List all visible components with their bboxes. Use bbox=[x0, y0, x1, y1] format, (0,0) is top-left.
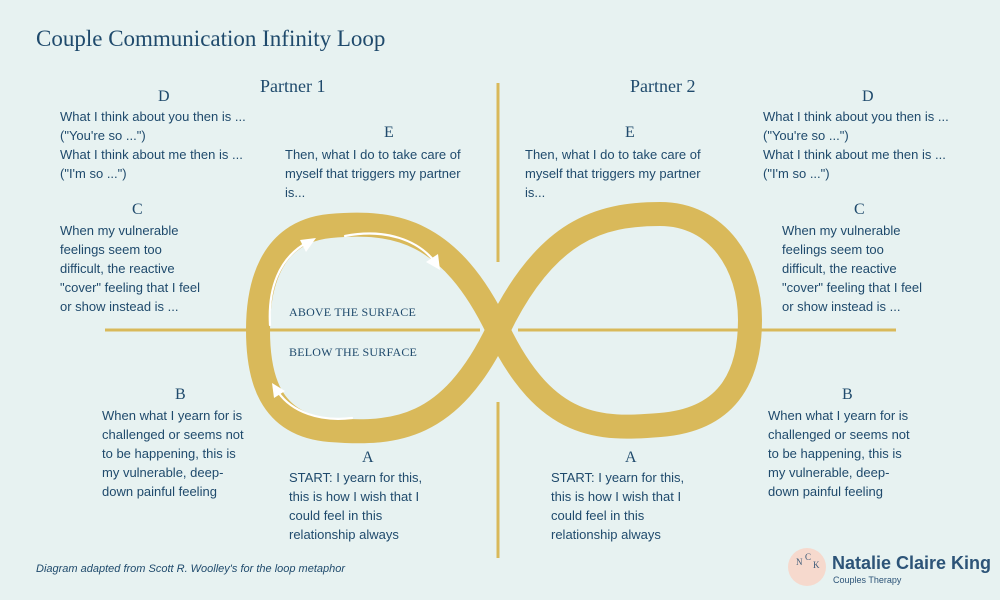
text-line: When what I yearn for is bbox=[768, 408, 909, 423]
partner2-b-text: When what I yearn for is challenged or s… bbox=[768, 406, 910, 501]
infinity-loop bbox=[246, 202, 762, 444]
text-line: could feel in this bbox=[551, 508, 645, 523]
partner2-e-letter: E bbox=[625, 124, 635, 141]
text-line: feelings seem too bbox=[782, 242, 884, 257]
partner2-a-text: START: I yearn for this, this is how I w… bbox=[551, 468, 684, 544]
text-line: What I think about you then is ... bbox=[763, 109, 949, 124]
partner2-c-letter: C bbox=[854, 201, 865, 218]
flow-arrow-bottom bbox=[276, 390, 354, 420]
text-line: "cover" feeling that I feel bbox=[782, 280, 923, 295]
arrowhead-left-side bbox=[300, 238, 316, 252]
text-line: ("I'm so ...") bbox=[60, 166, 127, 181]
flow-arrow-top bbox=[343, 232, 437, 264]
partner2-b-letter: B bbox=[842, 386, 853, 403]
text-line: myself that triggers my partner bbox=[525, 166, 701, 181]
partner1-c-letter: C bbox=[132, 201, 143, 218]
text-line: my vulnerable, deep- bbox=[102, 465, 224, 480]
brand-name: Natalie Claire King bbox=[832, 553, 992, 573]
partner2-a-letter: A bbox=[625, 449, 637, 466]
arrowhead-bottom bbox=[272, 383, 285, 398]
below-surface-label: BELOW THE SURFACE bbox=[289, 345, 418, 359]
text-line: Then, what I do to take care of bbox=[285, 147, 461, 162]
text-line: What I think about me then is ... bbox=[60, 147, 243, 162]
text-line: ("You're so ...") bbox=[60, 128, 146, 143]
partner2-e-text: Then, what I do to take care of myself t… bbox=[525, 145, 701, 202]
text-line: START: I yearn for this, bbox=[551, 470, 685, 485]
text-line: to be happening, this is bbox=[768, 446, 902, 461]
text-line: challenged or seems not bbox=[768, 427, 910, 442]
partner1-b-text: When what I yearn for is challenged or s… bbox=[102, 406, 244, 501]
partner1-e-letter: E bbox=[384, 124, 394, 141]
text-line: When what I yearn for is bbox=[102, 408, 243, 423]
partner2-heading: Partner 2 bbox=[630, 76, 696, 96]
above-surface-label: ABOVE THE SURFACE bbox=[289, 305, 416, 319]
text-line: difficult, the reactive bbox=[60, 261, 175, 276]
partner1-e-text: Then, what I do to take care of myself t… bbox=[285, 145, 461, 202]
partner2-c-text: When my vulnerable feelings seem too dif… bbox=[782, 221, 922, 316]
text-line: my vulnerable, deep- bbox=[768, 465, 890, 480]
text-line: feelings seem too bbox=[60, 242, 162, 257]
text-line: to be happening, this is bbox=[102, 446, 236, 461]
text-line: challenged or seems not bbox=[102, 427, 244, 442]
partner2-d-letter: D bbox=[862, 88, 874, 105]
arrowhead-top bbox=[426, 254, 440, 270]
text-line: Then, what I do to take care of bbox=[525, 147, 701, 162]
brand-subtitle: Couples Therapy bbox=[833, 575, 902, 585]
partner1-c-text: When my vulnerable feelings seem too dif… bbox=[60, 221, 200, 316]
text-line: When my vulnerable bbox=[60, 223, 179, 238]
text-line: myself that triggers my partner bbox=[285, 166, 461, 181]
partner1-d-text: What I think about you then is ... ("You… bbox=[60, 107, 246, 183]
text-line: What I think about you then is ... bbox=[60, 109, 246, 124]
partner1-a-text: START: I yearn for this, this is how I w… bbox=[289, 468, 422, 544]
text-line: difficult, the reactive bbox=[782, 261, 897, 276]
diagram-credit: Diagram adapted from Scott R. Woolley's … bbox=[36, 563, 346, 575]
text-line: this is how I wish that I bbox=[551, 489, 682, 504]
text-line: or show instead is ... bbox=[782, 299, 901, 314]
flow-arrow-left-side bbox=[268, 240, 310, 327]
text-line: is... bbox=[285, 185, 306, 200]
brand-monogram-logo: N C K bbox=[788, 548, 826, 586]
text-line: relationship always bbox=[289, 527, 399, 542]
partner1-b-letter: B bbox=[175, 386, 186, 403]
text-line: START: I yearn for this, bbox=[289, 470, 423, 485]
page-title: Couple Communication Infinity Loop bbox=[36, 26, 386, 51]
text-line: down painful feeling bbox=[768, 484, 883, 499]
partner1-heading: Partner 1 bbox=[260, 76, 326, 96]
partner2-d-text: What I think about you then is ... ("You… bbox=[763, 107, 949, 183]
text-line: could feel in this bbox=[289, 508, 383, 523]
text-line: this is how I wish that I bbox=[289, 489, 420, 504]
text-line: is... bbox=[525, 185, 546, 200]
monogram-letter: C bbox=[805, 552, 812, 562]
text-line: relationship always bbox=[551, 527, 661, 542]
partner1-d-letter: D bbox=[158, 88, 170, 105]
text-line: What I think about me then is ... bbox=[763, 147, 946, 162]
text-line: When my vulnerable bbox=[782, 223, 901, 238]
text-line: ("I'm so ...") bbox=[763, 166, 830, 181]
text-line: down painful feeling bbox=[102, 484, 217, 499]
text-line: or show instead is ... bbox=[60, 299, 179, 314]
partner1-a-letter: A bbox=[362, 449, 374, 466]
monogram-letter: K bbox=[813, 560, 820, 570]
text-line: ("You're so ...") bbox=[763, 128, 849, 143]
text-line: "cover" feeling that I feel bbox=[60, 280, 201, 295]
monogram-letter: N bbox=[796, 557, 803, 567]
